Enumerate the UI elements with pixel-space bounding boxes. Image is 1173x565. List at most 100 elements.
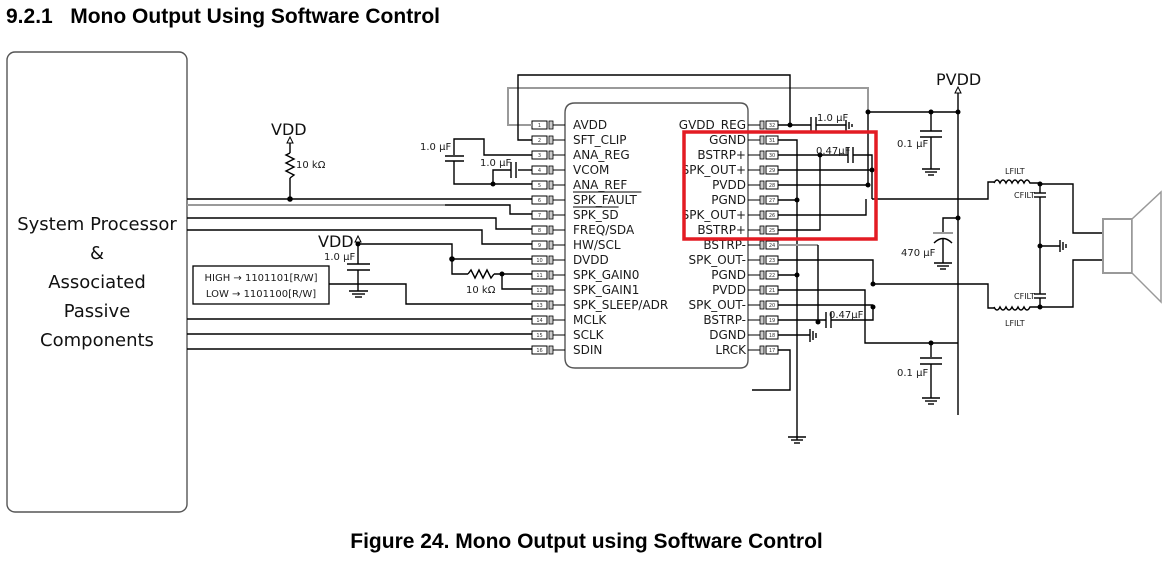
l-filt-top-label: LFILT <box>1005 167 1025 176</box>
right-wiring <box>752 85 994 444</box>
ic-pin-17: 17 LRCK <box>715 343 779 357</box>
pin-number: 14 <box>536 318 542 324</box>
c-pvdd-top-label: 0.1 µF <box>897 139 928 150</box>
pin-number: 26 <box>769 213 775 219</box>
pin-name: VCOM <box>573 163 609 177</box>
pin-name: SPK_GAIN0 <box>573 268 639 282</box>
vdd-mid-label: VDD <box>318 232 354 251</box>
processor-line-2: & <box>90 243 104 264</box>
ic-pin-29: 29 SPK_OUT+ <box>682 163 779 177</box>
ic-pin-6: 6 SPK_FAULT <box>531 191 642 207</box>
pin-number: 17 <box>769 348 775 354</box>
pin-name: DGND <box>709 328 746 342</box>
pin-name: SPK_OUT+ <box>682 208 746 222</box>
processor-line-1: System Processor <box>17 214 177 235</box>
pin-name: SPK_SD <box>573 208 619 222</box>
r-pullup-label: 10 kΩ <box>296 160 326 171</box>
ic-pin-7: 7 SPK_SD <box>531 206 619 222</box>
c-vcom-label: 1.0 µF <box>480 158 511 169</box>
pin-name: SCLK <box>573 328 605 342</box>
ic-pin-22: 22 PGND <box>711 268 779 282</box>
pin-number: 20 <box>769 303 775 309</box>
pin-name: BSTRP- <box>703 313 746 327</box>
c-gvdd-label: 1.0 µF <box>817 113 848 124</box>
ic-pin-10: 10 DVDD <box>531 253 609 267</box>
figure-caption: Figure 24. Mono Output using Software Co… <box>350 530 823 553</box>
r-gain-label: 10 kΩ <box>466 285 496 296</box>
pin-number: 6 <box>538 198 541 204</box>
processor-line-4: Passive <box>64 301 131 322</box>
ic-pin-26: 26 SPK_OUT+ <box>682 208 779 222</box>
c-bst-bot-label: 0.47µF <box>829 310 864 321</box>
ic-pin-3: 3 ANA_REG <box>531 148 630 162</box>
pin-name: PGND <box>711 193 746 207</box>
pin-name: AVDD <box>573 118 607 132</box>
pin-number: 23 <box>769 258 775 264</box>
pin-name: SPK_GAIN1 <box>573 283 639 297</box>
pin-number: 13 <box>536 303 542 309</box>
processor-line-3: Associated <box>48 272 146 293</box>
system-processor-block: System Processor & Associated Passive Co… <box>6 51 188 513</box>
pin-number: 15 <box>536 333 542 339</box>
pin-number: 24 <box>769 243 775 249</box>
pin-number: 9 <box>538 243 541 249</box>
ic-pin-27: 27 PGND <box>711 193 779 207</box>
pin-number: 2 <box>538 138 541 144</box>
highlight-box <box>682 130 878 241</box>
pin-name: SPK_OUT- <box>688 298 746 312</box>
left-wiring <box>187 74 869 350</box>
pin-number: 7 <box>538 213 541 219</box>
pin-name: HW/SCL <box>573 238 621 252</box>
pin-number: 27 <box>769 198 775 204</box>
ic-right-pins: 32GVDD_REG31GGND30BSTRP+29SPK_OUT+28PVDD… <box>679 118 779 357</box>
pin-number: 12 <box>536 288 542 294</box>
pin-name: PGND <box>711 268 746 282</box>
c-bulk-label: 470 µF <box>901 248 936 259</box>
amplifier-ic <box>564 102 749 369</box>
ic-pin-9: 9 HW/SCL <box>531 238 621 252</box>
component-labels: 10 kΩ 10 kΩ 1.0 µF 1.0 µF 1.0 µF 1.0 µF … <box>296 113 1035 379</box>
pin-name: LRCK <box>715 343 747 357</box>
pin-name: SPK_FAULT <box>573 193 638 207</box>
pin-name: SDIN <box>573 343 602 357</box>
pin-number: 10 <box>536 258 542 264</box>
pin-name: SPK_OUT- <box>688 253 746 267</box>
pin-name: DVDD <box>573 253 609 267</box>
pin-number: 11 <box>536 273 542 279</box>
pin-number: 18 <box>769 333 775 339</box>
c-anareg-label: 1.0 µF <box>420 142 451 153</box>
section-title: Mono Output Using Software Control <box>70 5 441 28</box>
address-high: HIGH → 1101101[R/W] <box>204 273 317 284</box>
ic-pin-11: 11 SPK_GAIN0 <box>531 268 639 282</box>
l-filt-bot-label: LFILT <box>1005 319 1025 328</box>
pin-name: FREQ/SDA <box>573 223 635 237</box>
pin-number: 22 <box>769 273 775 279</box>
pin-number: 3 <box>538 153 541 159</box>
section-heading: 9.2.1 Mono Output Using Software Control <box>6 5 440 29</box>
pin-name: ANA_REF <box>573 178 627 192</box>
pin-name: ANA_REG <box>573 148 630 162</box>
pin-name: PVDD <box>712 178 746 192</box>
c-bst-top-label: 0.47µF <box>816 146 851 157</box>
ic-pin-12: 12 SPK_GAIN1 <box>531 283 639 297</box>
pin-number: 31 <box>769 138 775 144</box>
pin-number: 29 <box>769 168 775 174</box>
power-labels: VDD VDD PVDD <box>271 70 981 251</box>
section-number: 9.2.1 <box>6 5 53 28</box>
pin-name: GVDD_REG <box>679 118 746 132</box>
pin-number: 25 <box>769 228 775 234</box>
pin-name: SPK_OUT+ <box>682 163 746 177</box>
address-select-box: HIGH → 1101101[R/W] LOW → 1101100[R/W] <box>192 265 330 305</box>
c-filt-top-label: CFILT <box>1014 191 1035 200</box>
